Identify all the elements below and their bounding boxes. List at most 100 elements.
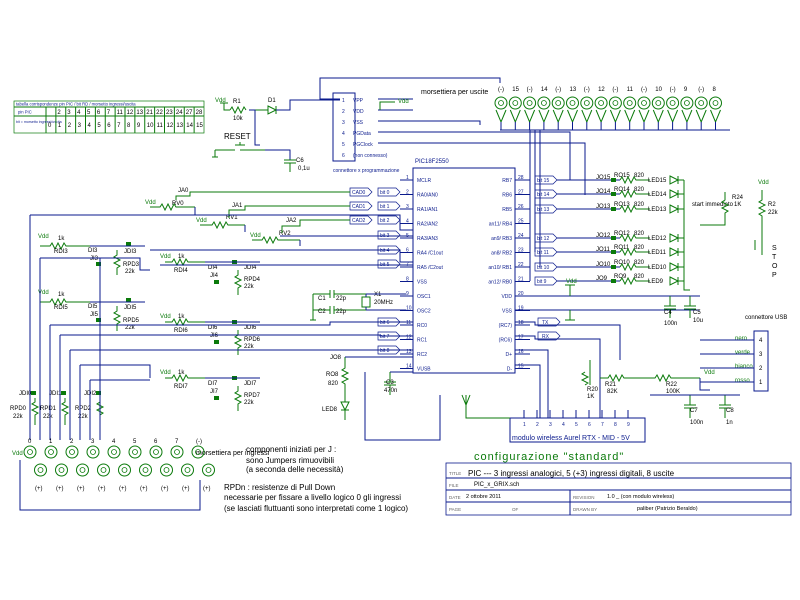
pic-label: PIC18F2550: [415, 159, 449, 165]
table-pin-cell: 12: [127, 110, 134, 116]
output-terminal-number: 13: [570, 87, 577, 93]
jumper-label: JO14: [596, 189, 611, 195]
pulldown-value: 22k: [125, 269, 136, 275]
pic-pin-number: 19: [518, 306, 524, 312]
wireless-pin-number: 9: [627, 422, 630, 428]
pic-pin-left: RA5 /C2out: [417, 265, 443, 271]
vdd-rv0: Vdd: [145, 200, 156, 206]
pic-pin-number: 27: [518, 190, 524, 196]
table-bit-cell: 4: [88, 123, 92, 129]
input-terminal-number: 2: [70, 439, 74, 445]
pic-pin-left: OSC2: [417, 309, 431, 315]
pulldown-label: RPD4: [244, 277, 261, 283]
input-terminal-number: 5: [133, 439, 137, 445]
pic-pin-number: 13: [406, 349, 412, 355]
note-3: (a seconda delle necessità): [246, 465, 344, 474]
pic-pin-number: 20: [518, 291, 524, 297]
c5-value: 10u: [693, 318, 703, 324]
bit-tag: bit 10: [537, 265, 549, 271]
pic-pin-right: RB5: [502, 207, 512, 213]
input-jumper-label: JI7: [210, 389, 219, 395]
usb-label: connettore USB: [745, 315, 787, 321]
pullup-value: 1k: [178, 314, 185, 320]
pic-chip: PIC18F2550 MCLR1RA0/AN02RA1/AN13RA2/AN24…: [349, 159, 561, 374]
note-1: componenti iniziati per J :: [246, 445, 336, 454]
vdd-wireless: Vdd: [704, 370, 715, 376]
c6-value: 0,1u: [298, 166, 310, 172]
table-bit-cell: 5: [97, 123, 101, 129]
pic-pin-right: VSS: [502, 309, 513, 315]
output-terminal-number: 9: [684, 87, 688, 93]
pic-pin-number: 12: [406, 335, 412, 341]
led-label: LED11: [648, 250, 667, 256]
vdd-rv1: Vdd: [196, 218, 207, 224]
bit-tag: bit 12: [537, 236, 549, 242]
of-key: OF: [512, 507, 519, 512]
note-2: sono Jumpers rimuovibili: [246, 456, 334, 465]
revision-key: REVISION: [573, 495, 595, 500]
output-terminal-number: 12: [598, 87, 605, 93]
analog-inputs: JA0 JA1 JA2 RV0 RV1 RV2 Vdd Vdd Vdd: [145, 188, 350, 246]
file-value: PIC_x_GRIX.sch: [474, 482, 519, 488]
output-terminal-number: (-): [527, 87, 533, 93]
prog-pin-label: (non connesso): [353, 153, 388, 159]
output-terminal-number: (-): [555, 87, 561, 93]
input-terminal-label: morsettiera per ingressi: [196, 450, 270, 457]
prog-connector-label: connettore x programmazione: [333, 168, 400, 174]
pic-pin-number: 10: [406, 306, 412, 312]
pic-pin-number: 16: [518, 349, 524, 355]
table-bit-cell: 15: [196, 123, 203, 129]
wireless-pin-number: 2: [536, 422, 539, 428]
usb-pin-label: verde: [735, 350, 751, 356]
ro8-value: 820: [328, 381, 339, 387]
pd-resistor-value: 22k: [13, 414, 24, 420]
resistor-label: RO15: [614, 173, 630, 179]
table-row1-label: pin PIC: [18, 110, 32, 115]
r20-value: 1K: [587, 394, 594, 400]
pic-pin-number: 9: [406, 291, 409, 297]
table-pin-cell: 2: [57, 110, 61, 116]
note-4: RPDn : resistenze di Pull Down: [224, 483, 335, 492]
pic-pin-number: 2: [406, 190, 409, 196]
vdd-input: Vdd: [38, 234, 49, 240]
pic-pin-number: 1: [406, 175, 409, 181]
title-block: TITLE PIC --- 3 ingressi analogici, 5 (+…: [445, 462, 792, 516]
input-diode-label: DI3: [88, 248, 98, 254]
date-value: 2 ottobre 2011: [466, 494, 501, 500]
c8-value: 1n: [726, 420, 733, 426]
table-title: tabella corrispondenze pin PIC / bit RD …: [16, 102, 136, 107]
c1-value: 22p: [336, 296, 347, 302]
pic-pin-left: RA1/AN1: [417, 207, 438, 213]
output-terminal-number: (-): [498, 87, 504, 93]
config-label: configurazione "standard": [474, 451, 624, 463]
note-5: necessarie per fissare a livello logico …: [224, 493, 401, 502]
input-resistor-label: RDI5: [54, 305, 68, 311]
resistor-value: 820: [634, 187, 645, 193]
input-jdi-label: JDI7: [244, 381, 257, 387]
output-terminal-number: 14: [541, 87, 548, 93]
c8-label: C8: [726, 408, 734, 414]
wireless-pin-number: 5: [575, 422, 578, 428]
input-terminal-ground: (+): [119, 486, 127, 492]
revision-value: 1.0 _ (con modulo wireless): [607, 494, 674, 500]
table-bit-cell: 0: [48, 123, 52, 129]
jo8-label: JO8: [330, 355, 342, 361]
c4-label: C4: [664, 310, 672, 316]
resistor-value: 820: [634, 245, 645, 251]
pic-pin-left: RA2/AN2: [417, 222, 438, 228]
input-jdi-label: JDI3: [124, 249, 137, 255]
pulldown-value: 22k: [244, 344, 255, 350]
bit-tag: bit 7: [380, 334, 390, 340]
stop-letter: T: [772, 254, 777, 261]
ja2-label: JA2: [286, 218, 297, 224]
analog-tag: CAD2: [352, 218, 366, 224]
prog-pin-number: 2: [342, 109, 345, 115]
pic-pin-left: MCLR: [417, 178, 432, 184]
led-label: LED13: [648, 207, 667, 213]
table-bit-cell: 7: [117, 123, 121, 129]
input-terminal-ground: (+): [56, 486, 64, 492]
pulldown-value: 22k: [244, 284, 255, 290]
input-terminal-number: (-): [196, 439, 202, 445]
